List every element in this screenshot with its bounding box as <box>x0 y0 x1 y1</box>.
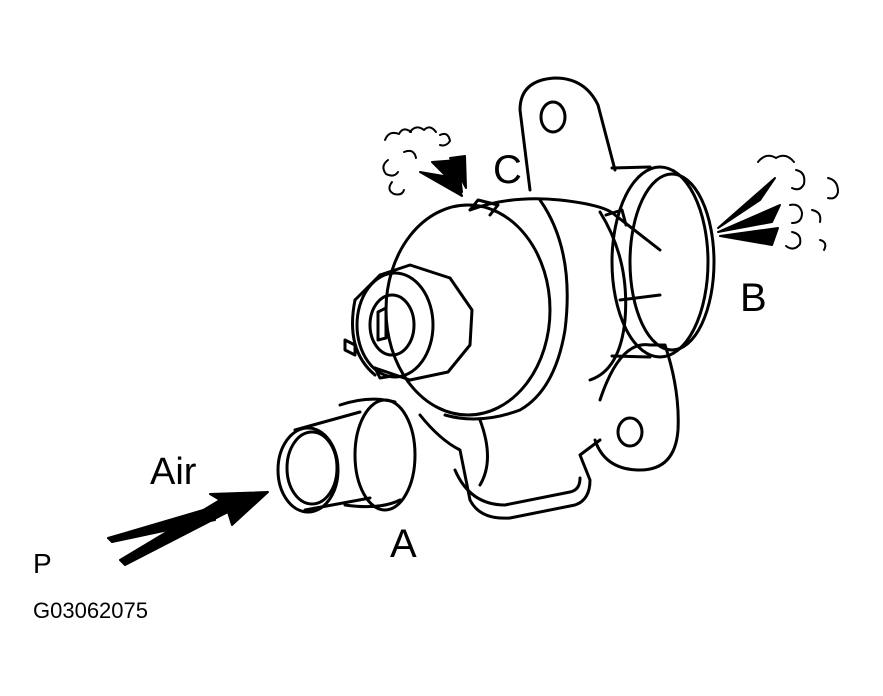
lower-mount-hole <box>616 416 644 448</box>
upper-mount-hole <box>539 100 567 134</box>
air-puff-b-icon <box>717 154 839 251</box>
port-a-label: A <box>390 522 417 566</box>
port-c-label: C <box>493 148 522 192</box>
air-puff-c-icon <box>382 126 467 197</box>
p-label: P <box>33 548 52 579</box>
air-label: Air <box>150 451 197 493</box>
figure-id: G03062075 <box>33 598 148 623</box>
port-a-inlet <box>276 397 417 514</box>
port-c-stub <box>468 198 500 217</box>
mounting-bracket <box>518 76 680 472</box>
air-flow-arrow-icon <box>107 491 269 566</box>
lower-housing <box>418 413 602 520</box>
port-b-label: B <box>740 276 767 320</box>
port-b-outlet <box>610 165 716 359</box>
electrical-connector <box>343 263 474 382</box>
